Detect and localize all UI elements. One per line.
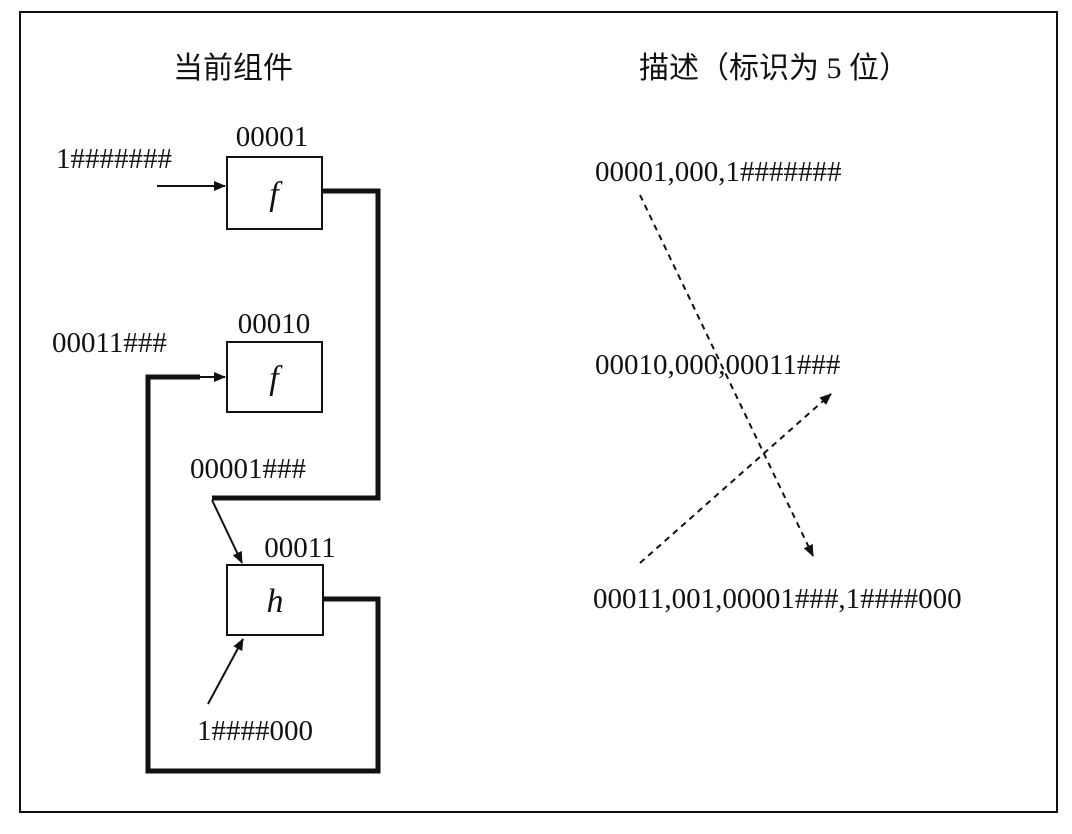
component-input-label: 00011###: [52, 327, 167, 359]
component-input-label: 1#######: [56, 143, 172, 175]
component-symbol: h: [267, 583, 284, 620]
dashed-reference-arrow: [639, 194, 814, 557]
left-header: 当前组件: [173, 52, 293, 85]
description-line: 00011,001,00001###,1####000: [593, 583, 962, 615]
component-input-label: 1####000: [197, 715, 313, 747]
component-id-label: 00011: [264, 532, 335, 564]
wire-00001-output: [212, 188, 381, 501]
description-line: 00010,000,00011###: [595, 349, 840, 381]
description-line: 00001,000,1#######: [595, 156, 842, 188]
component-id-label: 00001: [236, 121, 309, 153]
right-header: 描述（标识为 5 位）: [639, 52, 909, 85]
component-box: [226, 156, 323, 230]
component-box: [226, 341, 323, 413]
wire-00011-feedback: [145, 374, 381, 774]
outer-frame: [19, 11, 1058, 813]
dashed-reference-arrow: [639, 393, 832, 564]
input-arrow: [211, 499, 243, 564]
component-input-label: 00001###: [190, 453, 306, 485]
component-id-label: 00010: [238, 308, 311, 340]
input-arrow: [207, 638, 244, 705]
